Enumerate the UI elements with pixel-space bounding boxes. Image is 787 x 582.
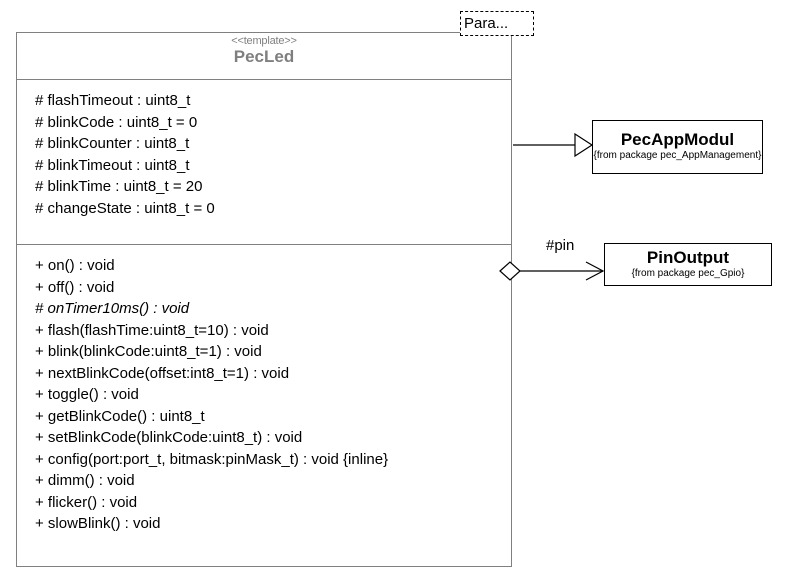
class-stereotype: <<template>>	[231, 35, 297, 47]
page-title: PecLed	[233, 47, 295, 66]
operation-row: + config(port:port_t, bitmask:pinMask_t)…	[35, 450, 389, 468]
template-parameter-box[interactable]: Para...	[460, 11, 534, 36]
class-box-pecled[interactable]: <<template>> PecLed # flashTimeout : uin…	[16, 32, 512, 567]
association-role-label-pin: #pin	[546, 237, 575, 254]
operation-row: # onTimer10ms() : void	[35, 300, 190, 317]
class-name-pinoutput: PinOutput	[646, 248, 730, 267]
aggregation-connector-pinoutput[interactable]	[499, 261, 605, 281]
class-box-pecappmodul[interactable]: PecAppModul {from package pec_AppManagem…	[592, 120, 763, 174]
operation-row: + off() : void	[35, 278, 115, 296]
class-name-pecappmodul: PecAppModul	[620, 130, 735, 149]
attribute-row: # changeState : uint8_t = 0	[35, 199, 215, 217]
operation-row: + flicker() : void	[35, 493, 138, 511]
operation-row: + on() : void	[35, 257, 115, 274]
open-arrowhead-icon	[585, 261, 605, 281]
operation-row: + dimm() : void	[35, 472, 135, 489]
operation-row: + toggle() : void	[35, 386, 139, 403]
operation-row: + slowBlink() : void	[35, 515, 161, 532]
operation-row: + nextBlinkCode(offset:int8_t=1) : void	[35, 364, 290, 382]
attribute-row: # blinkTimeout : uint8_t	[35, 156, 190, 174]
class-package-pecappmodul: {from package pec_AppManagement}	[593, 150, 762, 161]
hollow-triangle-arrowhead-icon	[574, 132, 594, 158]
attribute-row: # blinkTime : uint8_t = 20	[35, 178, 203, 195]
attribute-row: # flashTimeout : uint8_t	[35, 92, 191, 109]
class-header: <<template>> PecLed	[17, 33, 511, 80]
attribute-row: # blinkCounter : uint8_t	[35, 135, 190, 152]
attributes-compartment: # flashTimeout : uint8_t # blinkCode : u…	[17, 80, 511, 245]
operations-compartment: + on() : void + off() : void # onTimer10…	[17, 245, 511, 543]
operation-row: + setBlinkCode(blinkCode:uint8_t) : void	[35, 429, 303, 446]
class-box-pinoutput[interactable]: PinOutput {from package pec_Gpio}	[604, 243, 772, 286]
generalization-connector-pecappmodul[interactable]	[513, 132, 594, 158]
class-package-pinoutput: {from package pec_Gpio}	[631, 268, 745, 279]
operation-row: + getBlinkCode() : uint8_t	[35, 407, 205, 425]
operation-row: + blink(blinkCode:uint8_t=1) : void	[35, 343, 262, 360]
operation-row: + flash(flashTime:uint8_t=10) : void	[35, 321, 269, 339]
attribute-row: # blinkCode : uint8_t = 0	[35, 113, 198, 131]
